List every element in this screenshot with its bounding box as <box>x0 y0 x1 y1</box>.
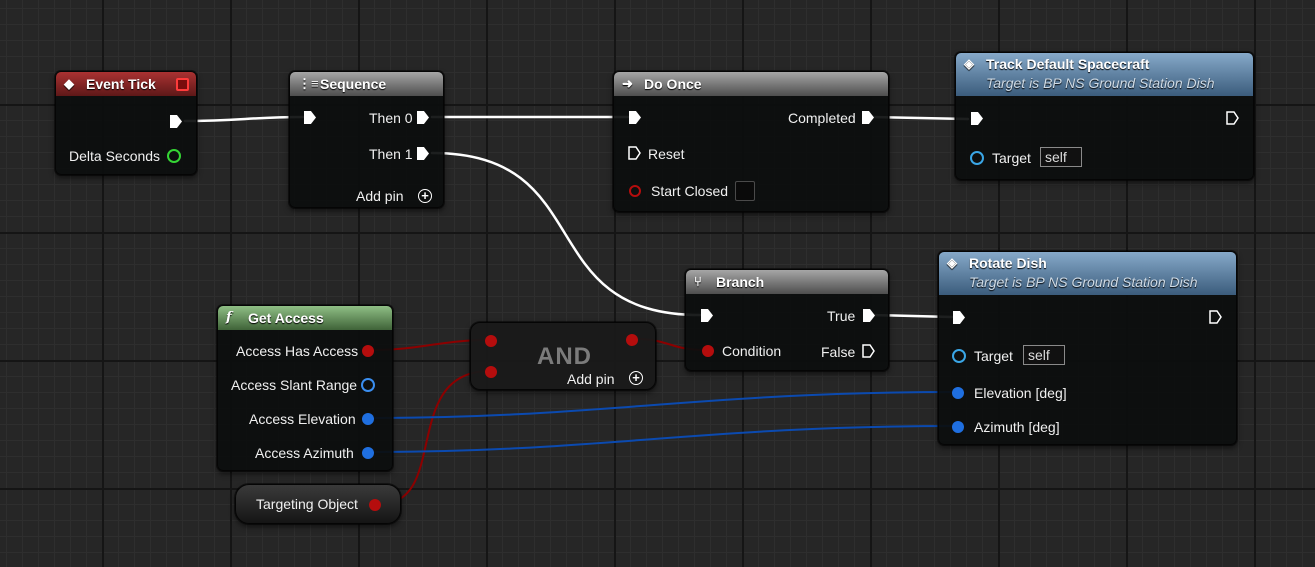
start-closed-checkbox[interactable] <box>735 181 755 201</box>
then1-label: Then 1 <box>369 146 413 162</box>
do-once-header: ➜ Do Once <box>614 72 888 96</box>
rotate-target-input[interactable]: self <box>1023 345 1065 365</box>
access-elevation-label: Access Elevation <box>249 411 356 427</box>
get-access-title: Get Access <box>248 310 324 326</box>
and-output-pin[interactable] <box>626 334 638 346</box>
reset-exec-pin[interactable] <box>628 146 641 160</box>
access-elevation-pin[interactable] <box>362 413 374 425</box>
slant-range-label: Access Slant Range <box>231 377 358 393</box>
condition-pin[interactable] <box>702 345 714 357</box>
get-access-header: f Get Access <box>218 306 392 330</box>
false-label: False <box>821 344 856 360</box>
delta-seconds-label: Delta Seconds <box>69 148 161 164</box>
sequence-exec-in-pin[interactable] <box>304 111 316 124</box>
rotate-exec-out-pin[interactable] <box>1209 310 1222 324</box>
targeting-object-label: Targeting Object <box>256 496 358 512</box>
access-azimuth-label: Access Azimuth <box>255 445 354 461</box>
track-exec-in-pin[interactable] <box>971 112 983 125</box>
branch-node[interactable]: ⑂ Branch True Condition False <box>685 269 889 371</box>
rotate-exec-in-pin[interactable] <box>953 311 965 324</box>
then0-pin[interactable] <box>417 111 429 124</box>
do-once-node[interactable]: ➜ Do Once Completed Reset Start Closed <box>613 71 889 212</box>
event-tick-node[interactable]: ◆ Event Tick Delta Seconds <box>55 71 197 175</box>
exec-wire-tick-sequence <box>183 115 305 123</box>
sequence-add-pin-label[interactable]: Add pin <box>356 188 404 204</box>
false-pin[interactable] <box>862 344 875 358</box>
function-diamond-icon: ◈ <box>947 255 957 270</box>
sequence-node[interactable]: ⋮≡ Sequence Then 0 Then 1 Add pin + <box>289 71 444 208</box>
sequence-icon: ⋮≡ <box>298 76 319 91</box>
do-once-exec-in-pin[interactable] <box>629 111 641 124</box>
do-once-arrow-icon: ➜ <box>622 76 633 91</box>
rotate-dish-header: ◈ Rotate Dish Target is BP NS Ground Sta… <box>939 252 1236 295</box>
function-f-icon: f <box>226 310 232 325</box>
track-default-subtitle: Target is BP NS Ground Station Dish <box>986 75 1215 91</box>
sequence-header: ⋮≡ Sequence <box>290 72 443 96</box>
branch-icon: ⑂ <box>694 274 702 289</box>
rotate-target-pin[interactable] <box>952 349 966 363</box>
slant-range-pin[interactable] <box>361 378 375 392</box>
event-diamond-icon: ◆ <box>64 76 74 91</box>
start-closed-pin[interactable] <box>629 185 641 197</box>
and-node[interactable]: AND Add pin + <box>470 322 656 390</box>
and-label: AND <box>537 343 592 370</box>
start-closed-label: Start Closed <box>651 183 729 199</box>
true-label: True <box>827 308 856 324</box>
track-default-header: ◈ Track Default Spacecraft Target is BP … <box>956 53 1253 96</box>
targeting-object-node[interactable]: Targeting Object <box>235 484 401 524</box>
plus-circle-icon[interactable]: + <box>418 189 432 203</box>
azimuth-pin[interactable] <box>952 421 964 433</box>
elevation-label: Elevation [deg] <box>974 385 1067 401</box>
targeting-object-pin[interactable] <box>369 499 381 511</box>
elevation-pin[interactable] <box>952 387 964 399</box>
reset-label: Reset <box>648 146 685 162</box>
rotate-dish-node[interactable]: ◈ Rotate Dish Target is BP NS Ground Sta… <box>938 251 1237 445</box>
azimuth-label: Azimuth [deg] <box>974 419 1060 435</box>
delta-seconds-pin[interactable] <box>167 149 181 163</box>
track-target-label: Target <box>992 150 1031 166</box>
access-azimuth-pin[interactable] <box>362 447 374 459</box>
has-access-label: Access Has Access <box>236 343 359 359</box>
float-wire-azimuth <box>371 425 958 453</box>
completed-label: Completed <box>788 110 856 126</box>
plus-circle-icon[interactable]: + <box>629 371 643 385</box>
event-tick-header: ◆ Event Tick <box>56 72 196 96</box>
true-pin[interactable] <box>863 309 875 322</box>
track-target-pin[interactable] <box>970 151 984 165</box>
float-wire-elevation <box>371 391 958 419</box>
completed-pin[interactable] <box>862 111 874 124</box>
and-input-b-pin[interactable] <box>485 366 497 378</box>
branch-header: ⑂ Branch <box>686 270 888 294</box>
function-diamond-icon: ◈ <box>964 56 974 71</box>
rotate-target-label: Target <box>974 348 1013 364</box>
track-target-input[interactable]: self <box>1040 147 1082 167</box>
then1-pin[interactable] <box>417 147 429 160</box>
track-exec-out-pin[interactable] <box>1226 111 1239 125</box>
event-tick-title: Event Tick <box>86 76 156 92</box>
branch-title: Branch <box>716 274 765 290</box>
rotate-dish-title: Rotate Dish <box>969 255 1047 271</box>
sequence-title: Sequence <box>320 76 387 92</box>
track-default-title: Track Default Spacecraft <box>986 56 1150 72</box>
then0-label: Then 0 <box>369 110 413 126</box>
rotate-dish-subtitle: Target is BP NS Ground Station Dish <box>969 274 1198 290</box>
stop-icon <box>176 78 189 91</box>
has-access-pin[interactable] <box>362 345 374 357</box>
and-input-a-pin[interactable] <box>485 335 497 347</box>
get-access-node[interactable]: f Get Access Access Has Access Access Sl… <box>217 305 393 471</box>
condition-label: Condition <box>722 343 782 359</box>
event-tick-exec-out-pin[interactable] <box>170 115 182 128</box>
do-once-title: Do Once <box>644 76 702 92</box>
and-add-pin-label[interactable]: Add pin <box>567 371 615 387</box>
track-default-node[interactable]: ◈ Track Default Spacecraft Target is BP … <box>955 52 1254 180</box>
branch-exec-in-pin[interactable] <box>701 309 713 322</box>
bool-wire-targeting-and <box>379 370 491 505</box>
